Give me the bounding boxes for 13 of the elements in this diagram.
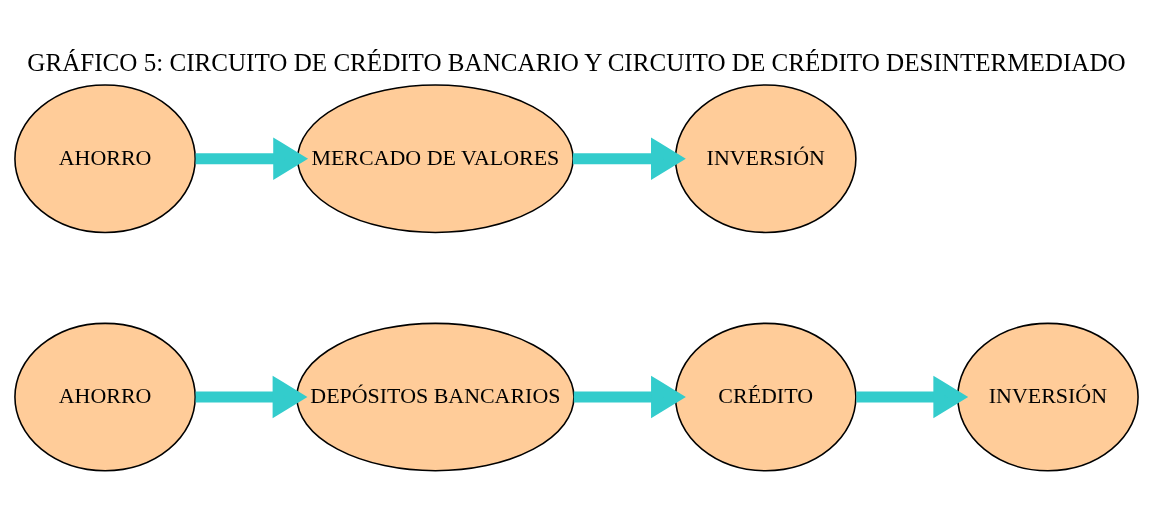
diagram-title: GRÁFICO 5: CIRCUITO DE CRÉDITO BANCARIO Y CIRCUITO DE CRÉDITO DESINTERMEDIADO xyxy=(27,48,1126,76)
node-ellipse: MERCADO DE VALORES xyxy=(296,84,574,234)
arrow xyxy=(195,375,308,419)
node-ellipse: AHORRO xyxy=(14,84,196,234)
node-ellipse: AHORRO xyxy=(14,322,196,472)
arrow xyxy=(856,375,969,419)
node-ellipse: INVERSIÓN xyxy=(674,84,857,234)
node-ellipse: INVERSIÓN xyxy=(957,322,1139,472)
node-ellipse: DEPÓSITOS BANCARIOS xyxy=(296,322,575,472)
arrow xyxy=(572,137,686,181)
node-ellipse: CRÉDITO xyxy=(674,322,857,472)
arrow xyxy=(195,137,309,181)
arrow xyxy=(573,375,686,419)
